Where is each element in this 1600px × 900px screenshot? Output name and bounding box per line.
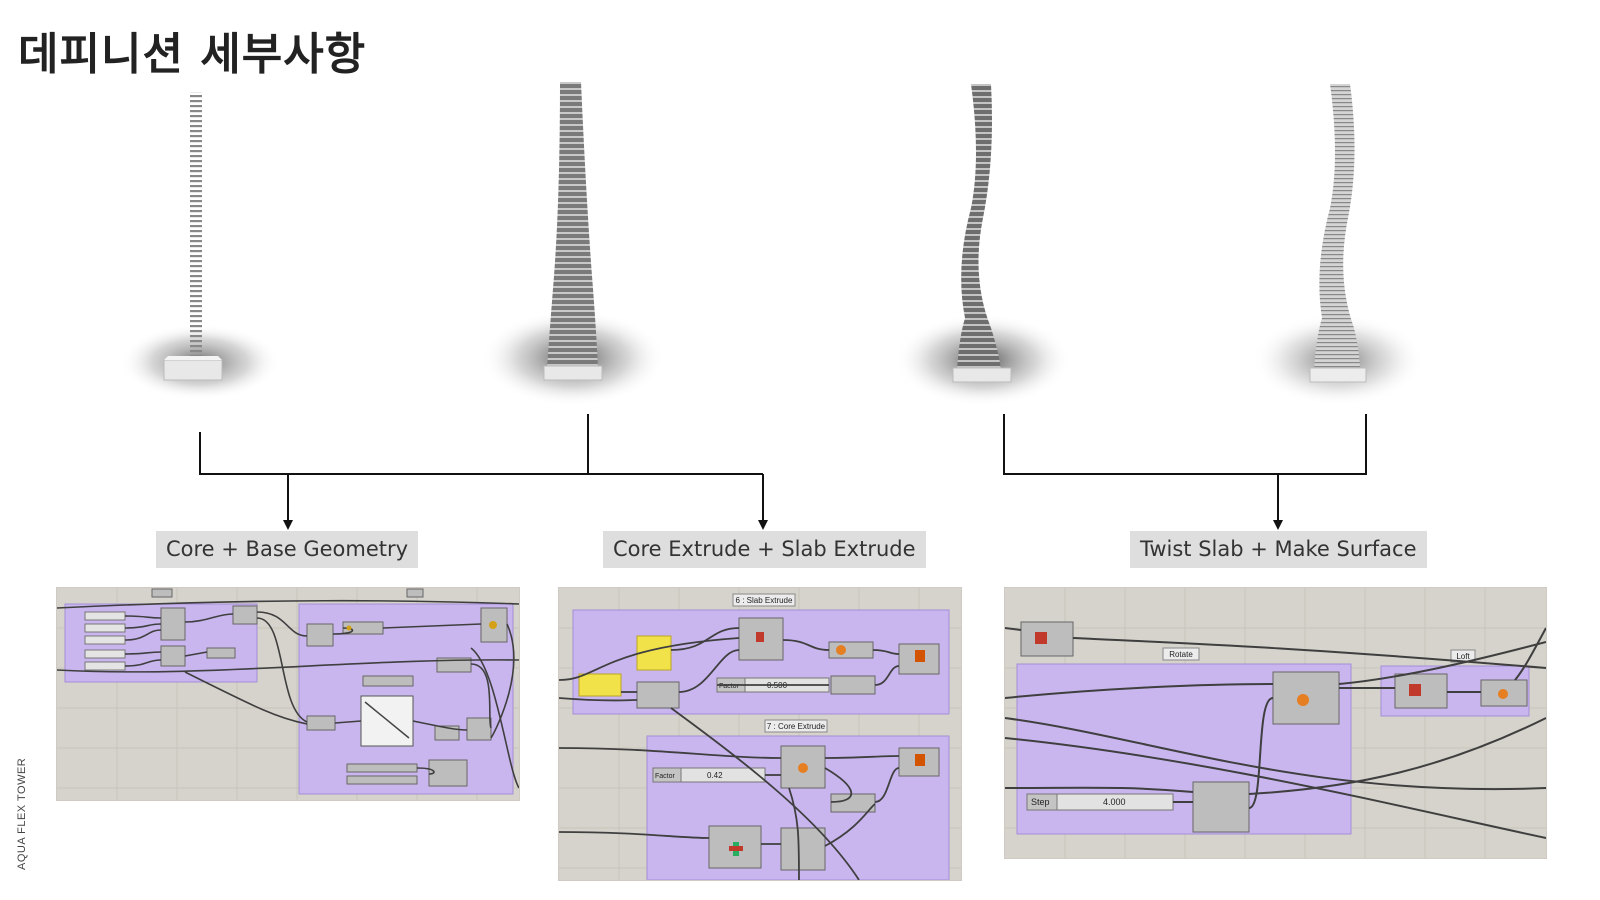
- step-slider-label: Step: [1031, 797, 1050, 807]
- tower-twist-slab-image: [895, 84, 1071, 406]
- stage-label-twist-surface: Twist Slab + Make Surface: [1130, 531, 1427, 568]
- step-slider-value: 4.000: [1103, 797, 1126, 807]
- group-label-loft: Loft: [1456, 652, 1470, 661]
- group-label-rotate: Rotate: [1169, 650, 1193, 659]
- grasshopper-panel-twist-surface: Rotate Loft Step 4.000: [1004, 587, 1547, 859]
- factor-slider-2-value: 0.42: [707, 771, 723, 780]
- flow-connectors: [199, 414, 1367, 530]
- grasshopper-panel-core-base: [56, 587, 520, 801]
- page-title: 데피니션 세부사항: [18, 29, 367, 80]
- tower-surface-image: [1252, 84, 1424, 406]
- group-label-slab-extrude: 6 : Slab Extrude: [736, 596, 793, 605]
- side-label: AQUA FLEX TOWER: [16, 757, 28, 870]
- group-label-core-extrude: 7 : Core Extrude: [767, 722, 826, 731]
- factor-label-2: Factor: [655, 773, 676, 780]
- factor-label-1: Factor: [719, 683, 740, 690]
- stage-label-core-base: Core + Base Geometry: [156, 531, 419, 568]
- grasshopper-panel-extrude: 6 : Slab Extrude 7 : Core Extrude Factor…: [558, 587, 962, 881]
- tower-core-base-image: [120, 92, 280, 400]
- stage-label-core-slab-extrude: Core Extrude + Slab Extrude: [603, 531, 926, 568]
- tower-slab-extrude-image: [481, 82, 665, 406]
